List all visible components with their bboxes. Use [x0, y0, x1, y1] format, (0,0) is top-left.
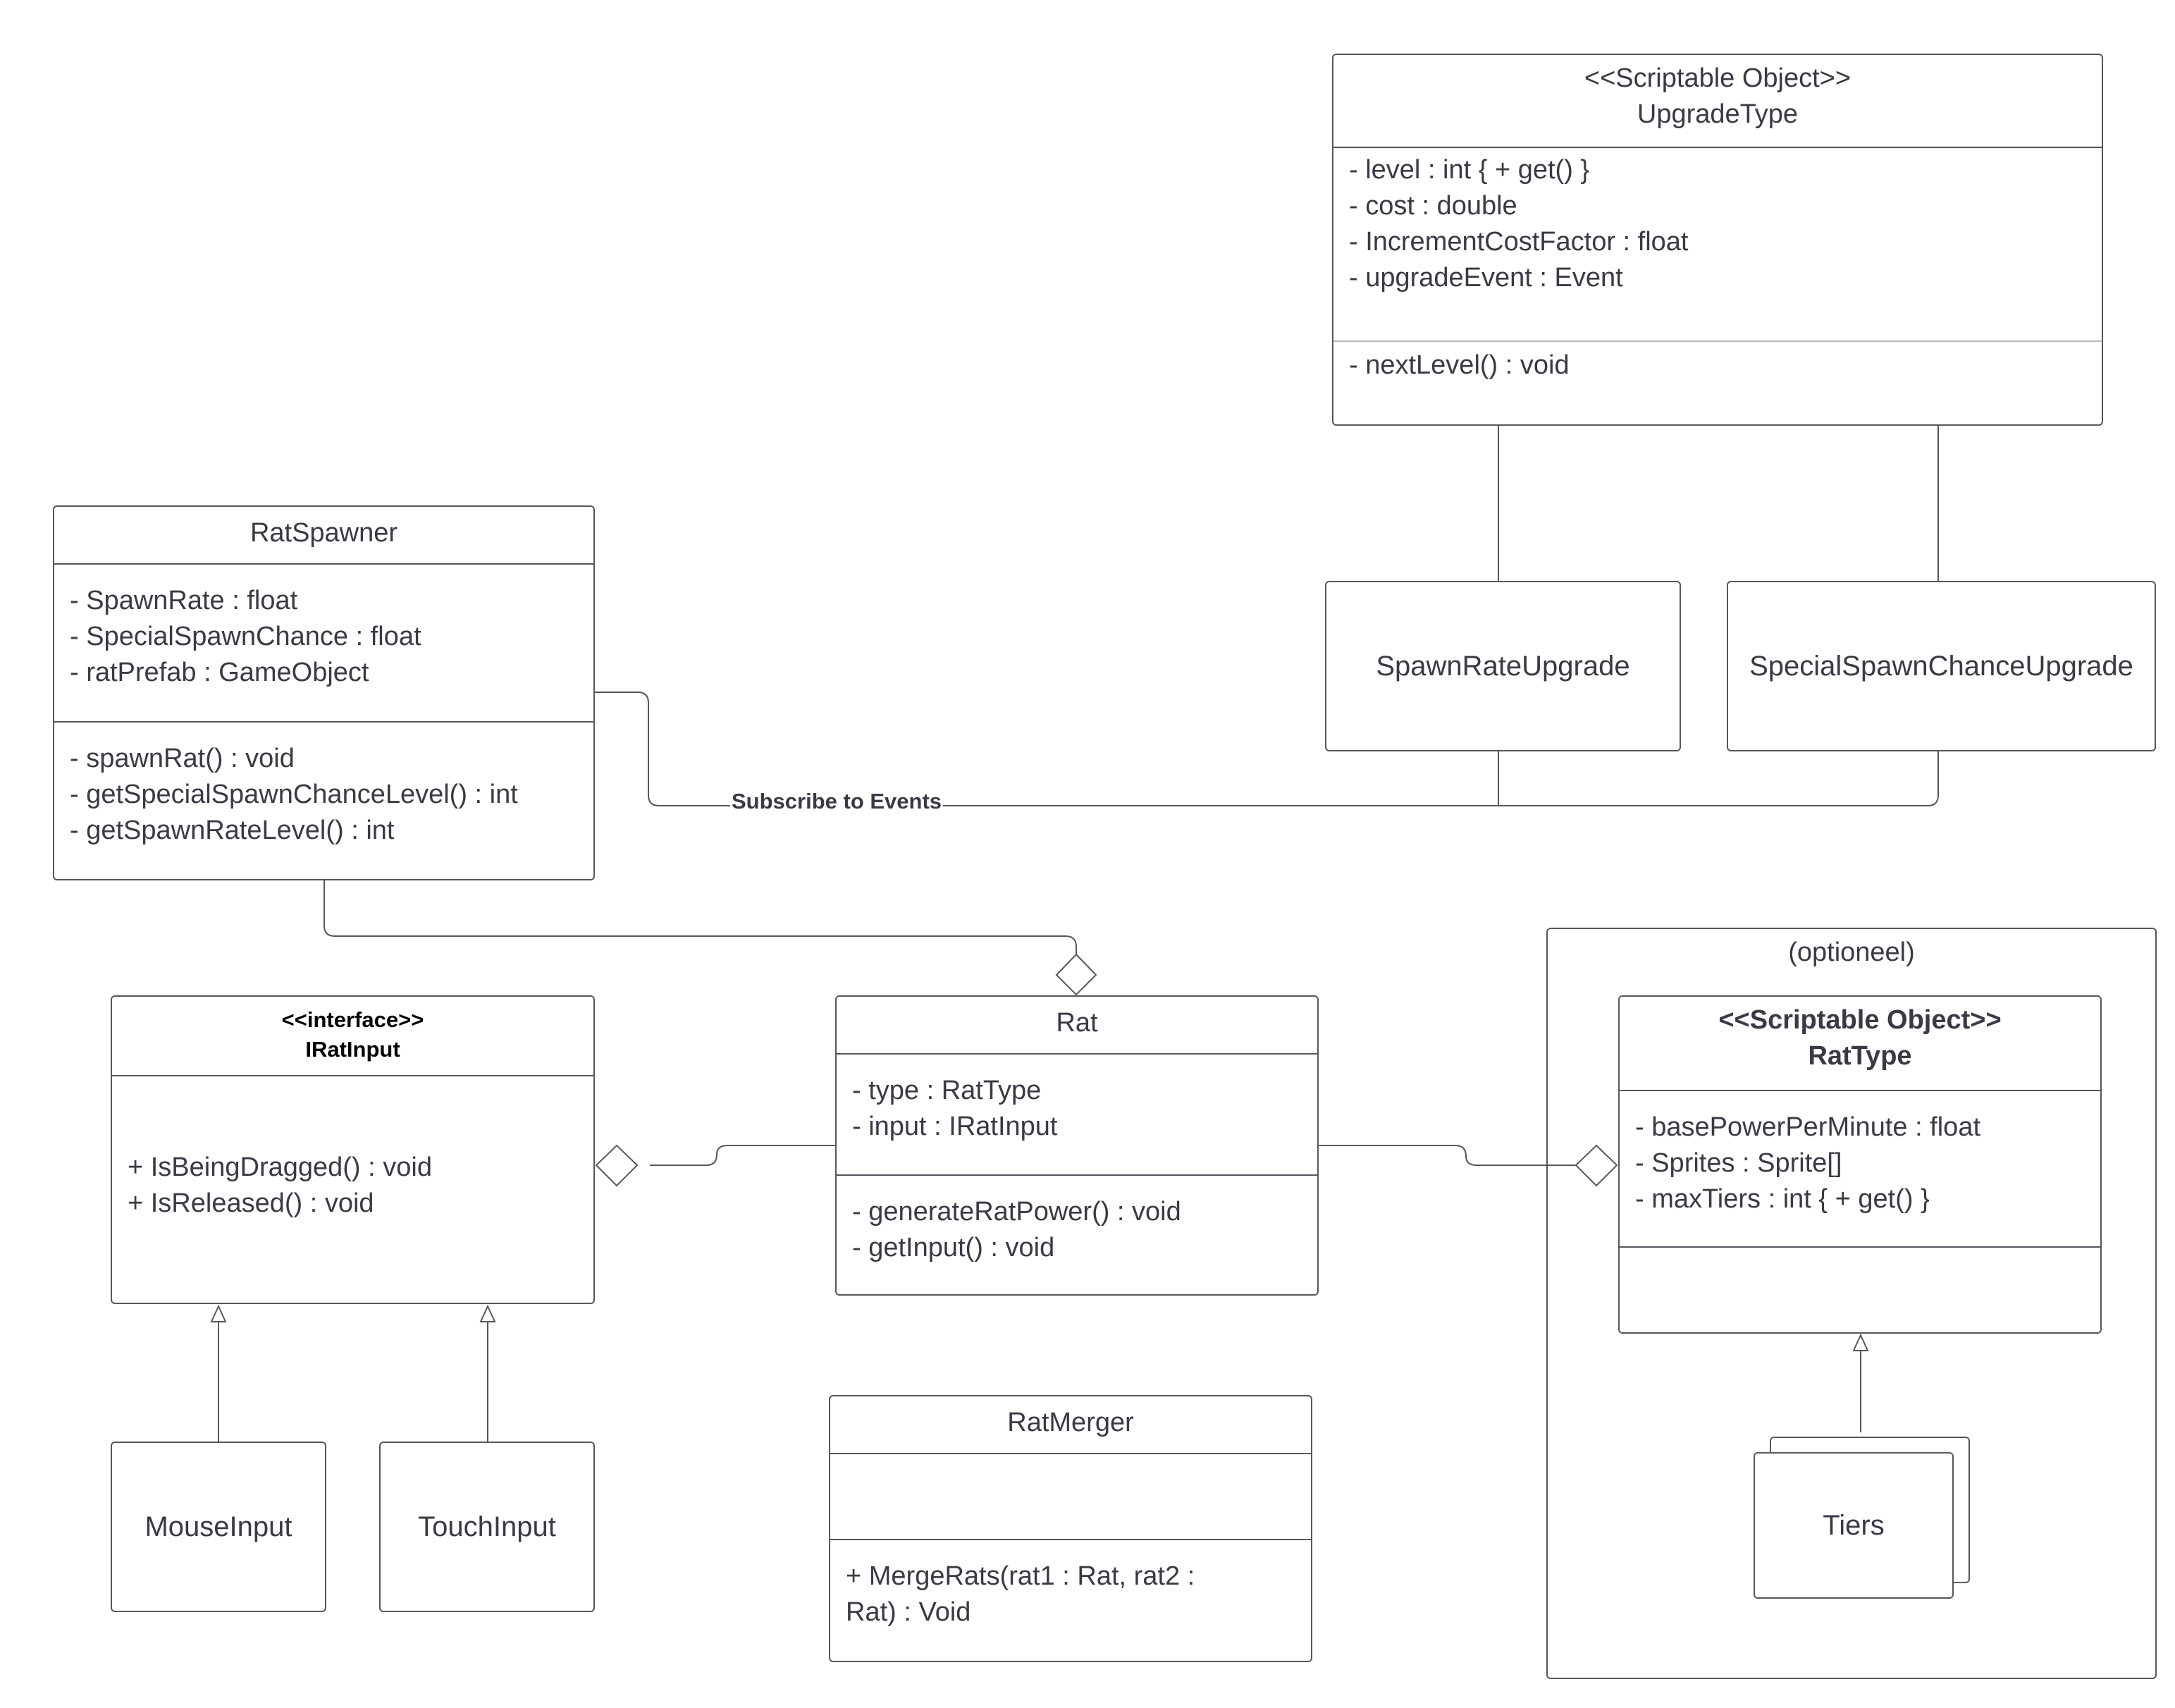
class-name: UpgradeType: [1637, 99, 1799, 129]
generalization-arrowhead-tiers: [1852, 1333, 1869, 1351]
attribute-increment-cost-factor: - IncrementCostFactor : float: [1349, 227, 1689, 257]
method-generate-rat-power: - generateRatPower() : void: [852, 1197, 1181, 1227]
method-next-level: - nextLevel() : void: [1349, 350, 1570, 380]
method-get-input: - getInput() : void: [852, 1233, 1055, 1262]
method-merge-rats-line-1: + MergeRats(rat1 : Rat, rat2 :: [846, 1561, 1195, 1591]
generalization-arrowhead-mouseinput: [210, 1304, 227, 1322]
attribute-base-power-per-minute: - basePowerPerMinute : float: [1635, 1112, 1981, 1142]
attribute-upgrade-event: - upgradeEvent : Event: [1349, 263, 1623, 293]
class-name: TouchInput: [418, 1511, 556, 1542]
class-name: RatType: [1808, 1041, 1912, 1071]
method-spawn-rat: - spawnRat() : void: [70, 744, 295, 773]
aggregation-ratspawner-rat: [324, 879, 1077, 954]
class-rat[interactable]: Rat - type : RatType - input : IRatInput…: [835, 995, 1319, 1296]
class-rattype[interactable]: <<Scriptable Object>> RatType - basePowe…: [1618, 995, 2102, 1334]
subscribe-events-connector: [593, 692, 1939, 806]
class-specialspawnchanceupgrade[interactable]: SpecialSpawnChanceUpgrade: [1727, 581, 2156, 751]
aggregation-rat-iratinput: [650, 1145, 835, 1166]
attribute-rat-prefab: - ratPrefab : GameObject: [70, 658, 369, 687]
class-name: Tiers: [1823, 1509, 1885, 1541]
aggregation-diamond-iratinput: [595, 1144, 639, 1187]
attribute-sprites: - Sprites : Sprite[]: [1635, 1148, 1842, 1178]
method-get-spawn-rate-level: - getSpawnRateLevel() : int: [70, 816, 395, 845]
class-ratspawner[interactable]: RatSpawner - SpawnRate : float - Special…: [53, 505, 595, 880]
attributes-compartment: [830, 1453, 1311, 1539]
stereotype-label: <<Scriptable Object>>: [1584, 63, 1851, 93]
method-is-released: + IsReleased() : void: [128, 1188, 374, 1218]
class-tiers[interactable]: Tiers: [1754, 1452, 1954, 1599]
attribute-type: - type : RatType: [852, 1076, 1042, 1105]
class-ratmerger[interactable]: RatMerger + MergeRats(rat1 : Rat, rat2 :…: [829, 1395, 1312, 1662]
class-name: SpawnRateUpgrade: [1376, 650, 1630, 682]
stereotype-label: <<Scriptable Object>>: [1718, 1005, 2002, 1035]
method-merge-rats-line-2: Rat) : Void: [846, 1597, 971, 1627]
attribute-cost: - cost : double: [1349, 191, 1517, 221]
attribute-input: - input : IRatInput: [852, 1112, 1058, 1141]
attribute-special-spawn-chance: - SpecialSpawnChance : float: [70, 622, 421, 651]
method-is-being-dragged: + IsBeingDragged() : void: [128, 1153, 432, 1182]
aggregation-diamond-rattype: [1575, 1144, 1618, 1187]
class-upgradetype[interactable]: <<Scriptable Object>> UpgradeType - leve…: [1332, 54, 2103, 426]
optional-group-frame[interactable]: (optioneel): [1546, 928, 2157, 1679]
attribute-spawn-rate: - SpawnRate : float: [70, 586, 298, 615]
class-name: RatMerger: [1007, 1408, 1134, 1437]
class-touchinput[interactable]: TouchInput: [379, 1442, 595, 1612]
aggregation-diamond-rat: [1055, 953, 1097, 996]
optional-group-label: (optioneel): [1788, 938, 1915, 967]
class-name: SpecialSpawnChanceUpgrade: [1749, 650, 2133, 682]
subscribe-to-events-label: Subscribe to Events: [730, 789, 944, 814]
aggregation-rat-rattype: [1317, 1145, 1576, 1166]
methods-compartment: [1620, 1246, 2100, 1332]
class-name: RatSpawner: [249, 518, 398, 548]
class-name: Rat: [1056, 1008, 1098, 1038]
attribute-level: - level : int { + get() }: [1349, 155, 1590, 185]
class-spawnrateupgrade[interactable]: SpawnRateUpgrade: [1325, 581, 1681, 751]
stereotype-label: <<interface>>: [281, 1007, 424, 1032]
interface-name: IRatInput: [305, 1037, 400, 1062]
attribute-max-tiers: - maxTiers : int { + get() }: [1635, 1184, 1930, 1214]
method-get-special-spawn-chance-level: - getSpecialSpawnChanceLevel() : int: [70, 780, 518, 809]
class-name: MouseInput: [144, 1511, 292, 1542]
interface-iratinput[interactable]: <<interface>> IRatInput + IsBeingDragged…: [111, 995, 595, 1304]
generalization-arrowhead-touchinput: [479, 1304, 496, 1322]
class-mouseinput[interactable]: MouseInput: [111, 1442, 326, 1612]
